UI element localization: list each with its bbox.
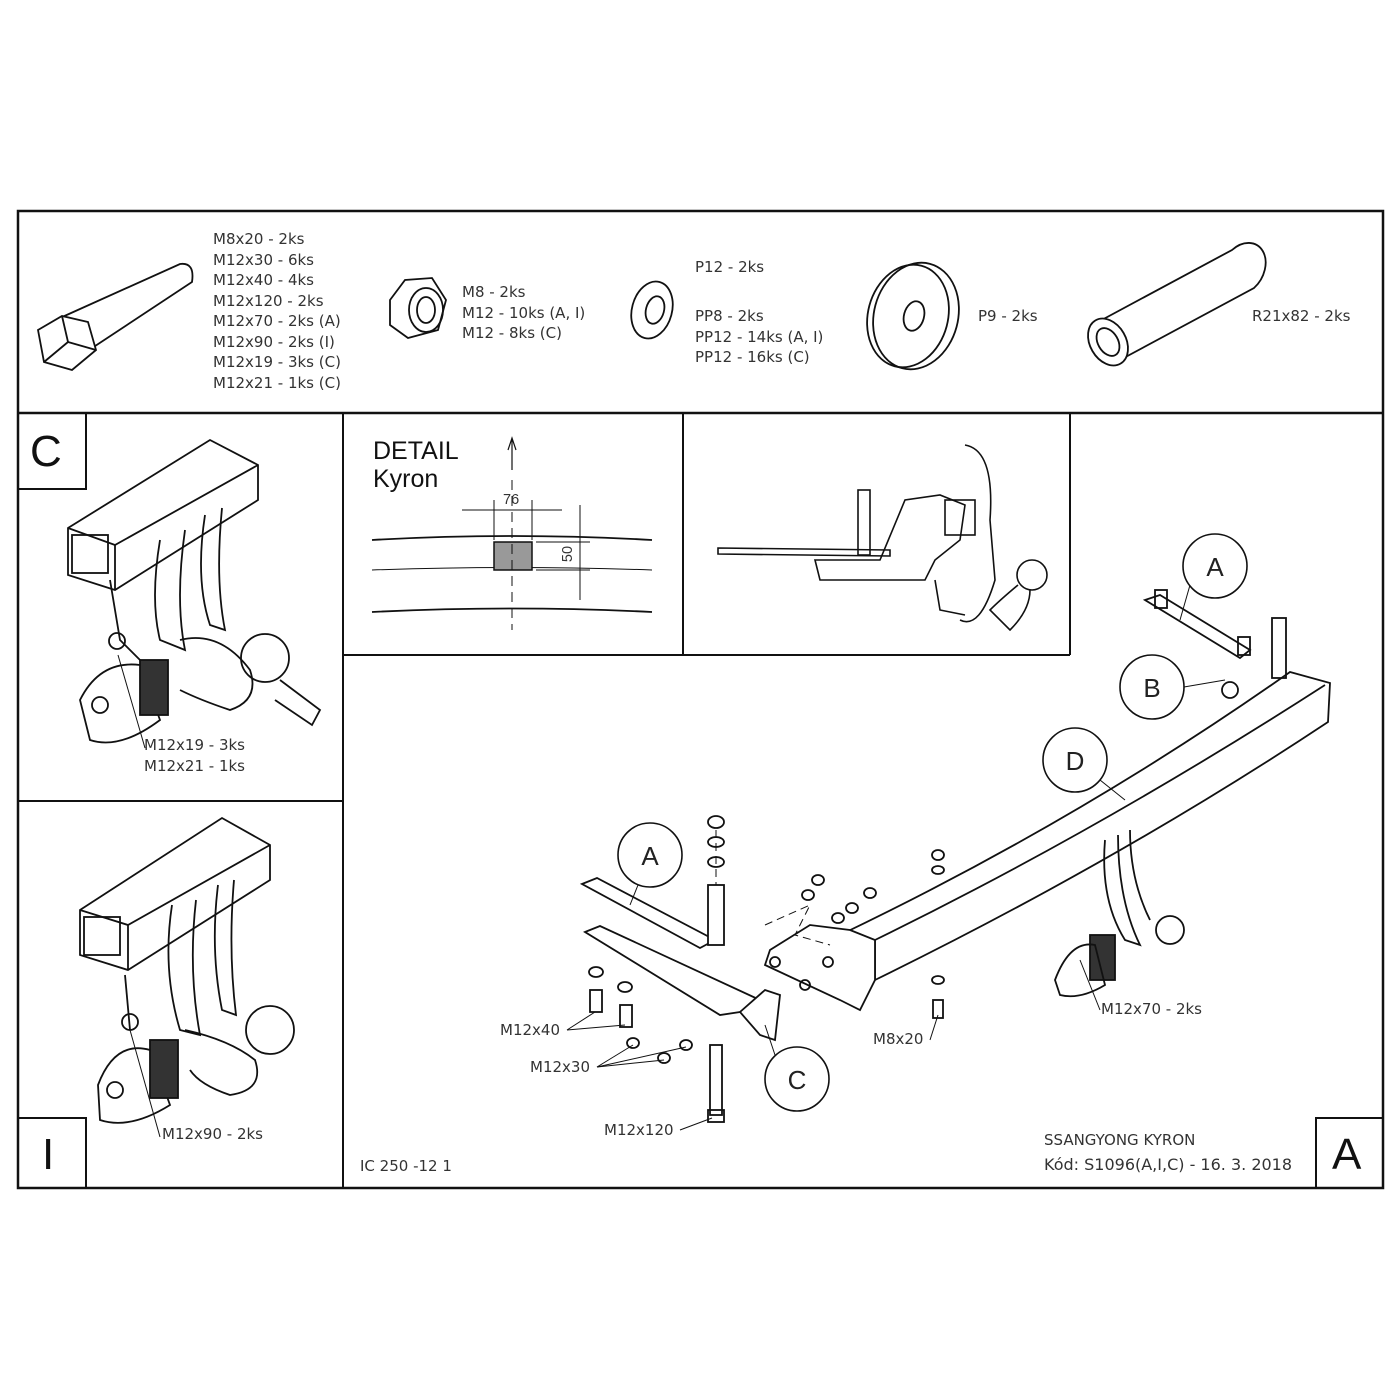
panel-i-letter-box xyxy=(17,1117,87,1189)
bolt-item: M12x120 - 2ks xyxy=(213,291,324,310)
product-code: Kód: S1096(A,I,C) - 16. 3. 2018 xyxy=(1044,1155,1293,1174)
detail-section-drawing xyxy=(371,436,653,630)
bolt-list: M8x20 - 2ks M12x30 - 6ks M12x40 - 4ks M1… xyxy=(213,229,341,393)
panel-c-label: M12x21 - 1ks xyxy=(144,756,245,775)
variant-letter: A xyxy=(1332,1130,1362,1179)
detail-title: DETAIL xyxy=(373,437,459,465)
washer-list: PP8 - 2ks PP12 - 14ks (A, I) PP12 - 16ks… xyxy=(695,306,823,368)
detail-subtitle: Kyron xyxy=(373,465,439,493)
m12x40-label: M12x40 xyxy=(500,1021,560,1039)
main-assembly-drawing xyxy=(579,589,1331,1123)
large-washer-label: P9 - 2ks xyxy=(978,307,1038,325)
bolt-icon xyxy=(36,262,194,371)
m12x70-label: M12x70 - 2ks xyxy=(1101,1000,1202,1018)
bolt-item: M12x21 - 1ks (C) xyxy=(213,373,341,392)
side-view-drawing xyxy=(717,444,1048,632)
drawing-frame xyxy=(16,209,1385,1190)
height-dimension: 50 xyxy=(560,545,577,563)
m8x20-label: M8x20 xyxy=(873,1030,924,1048)
nut-item: M12 - 10ks (A, I) xyxy=(462,303,586,322)
detail-heading: DETAIL Kyron xyxy=(373,437,459,493)
callout-c: C xyxy=(787,1065,807,1095)
washer-top-label: P12 - 2ks xyxy=(695,258,765,276)
m12x30-label: M12x30 xyxy=(530,1058,590,1076)
bolt-item: M12x19 - 3ks (C) xyxy=(213,353,341,371)
m12x120-label: M12x120 xyxy=(604,1121,674,1139)
bolt-item: M12x70 - 2ks (A) xyxy=(213,312,341,330)
nut-item: M12 - 8ks (C) xyxy=(462,324,562,342)
panel-i-letter: I xyxy=(42,1130,55,1179)
panel-c-labels: M12x19 - 3ks M12x21 - 1ks xyxy=(144,735,245,776)
width-dimension: 76 xyxy=(503,492,520,508)
callout-a-upper: A xyxy=(1206,552,1224,582)
bolt-item: M12x30 - 6ks xyxy=(213,250,314,269)
bolt-item: M12x40 - 4ks xyxy=(213,271,314,289)
panel-c-hitch-drawing xyxy=(67,438,322,744)
washer-icon xyxy=(630,280,674,340)
vehicle-name: SSANGYONG KYRON xyxy=(1044,1131,1196,1149)
bolt-item: M8x20 - 2ks xyxy=(213,230,305,248)
large-washer-icon xyxy=(866,261,960,371)
variant-letter-box xyxy=(1315,1117,1384,1189)
panel-i-hitch-drawing xyxy=(79,816,295,1124)
callout-b: B xyxy=(1143,673,1161,703)
washer-item: PP8 - 2ks xyxy=(695,307,764,325)
tube-label: R21x82 - 2ks xyxy=(1252,307,1351,325)
washer-item: PP12 - 14ks (A, I) xyxy=(695,327,824,346)
panel-c-letter: C xyxy=(30,427,62,476)
callout-circles xyxy=(617,533,1248,1112)
washer-item: PP12 - 16ks (C) xyxy=(695,348,810,366)
panel-c-letter-box xyxy=(17,412,87,490)
callout-d: D xyxy=(1065,746,1085,776)
nut-icon xyxy=(389,277,447,339)
nut-item: M8 - 2ks xyxy=(462,283,526,301)
nut-list: M8 - 2ks M12 - 10ks (A, I) M12 - 8ks (C) xyxy=(462,282,585,344)
leader-lines xyxy=(117,654,1101,1138)
bolt-item: M12x90 - 2ks (I) xyxy=(213,332,335,351)
drawing-number: IC 250 -12 1 xyxy=(360,1157,452,1175)
callout-a-lower: A xyxy=(641,841,659,871)
tube-icon xyxy=(1087,242,1267,367)
panel-i-label: M12x90 - 2ks xyxy=(162,1125,263,1143)
panel-c-label: M12x19 - 3ks xyxy=(144,736,245,754)
